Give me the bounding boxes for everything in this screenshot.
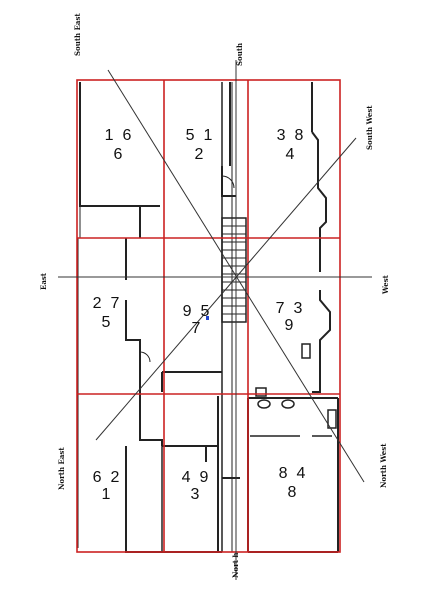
cell-ne-bottom: 1 — [102, 486, 111, 503]
label-west: West — [381, 274, 390, 295]
cell-w-bottom: 9 — [285, 317, 294, 334]
cell-ne-top: 6 2 — [93, 469, 120, 486]
cell-s-top: 5 1 — [186, 127, 213, 144]
vastu-grid — [76, 79, 341, 553]
cell-sw-top: 3 8 — [277, 127, 304, 144]
direction-labels: South South East South West East West No… — [39, 13, 390, 578]
cell-nw-bottom: 8 — [288, 484, 297, 501]
cell-sw-bottom: 4 — [286, 146, 295, 163]
compass-axes — [58, 60, 372, 580]
southeast-northwest-axis — [107, 69, 365, 483]
floor-plan-walls — [77, 82, 339, 553]
cell-e-bottom: 5 — [102, 314, 111, 331]
label-south-east: South East — [73, 13, 82, 56]
southwest-northeast-axis — [95, 137, 357, 441]
label-north: Nort h — [231, 552, 240, 578]
cell-e-top: 2 7 — [93, 295, 120, 312]
cell-n-top: 4 9 — [182, 469, 209, 486]
cell-c-top: 9 5 — [183, 303, 210, 320]
center-marker — [206, 316, 209, 320]
cell-n-bottom: 3 — [191, 486, 200, 503]
label-north-east: North East — [57, 447, 66, 490]
cell-numbers: 1 6 6 5 1 2 3 8 4 2 7 5 9 5 7 7 3 9 6 2 … — [93, 127, 306, 503]
cell-se-bottom: 6 — [114, 146, 123, 163]
label-north-west: North West — [379, 443, 388, 488]
cell-nw-top: 8 4 — [279, 465, 306, 482]
label-east: East — [39, 272, 48, 290]
label-south-west: South West — [365, 105, 374, 150]
cell-s-bottom: 2 — [195, 146, 204, 163]
cell-w-top: 7 3 — [276, 300, 303, 317]
cell-c-bottom: 7 — [192, 320, 201, 337]
label-south: South — [235, 43, 244, 66]
cell-se-top: 1 6 — [105, 127, 132, 144]
